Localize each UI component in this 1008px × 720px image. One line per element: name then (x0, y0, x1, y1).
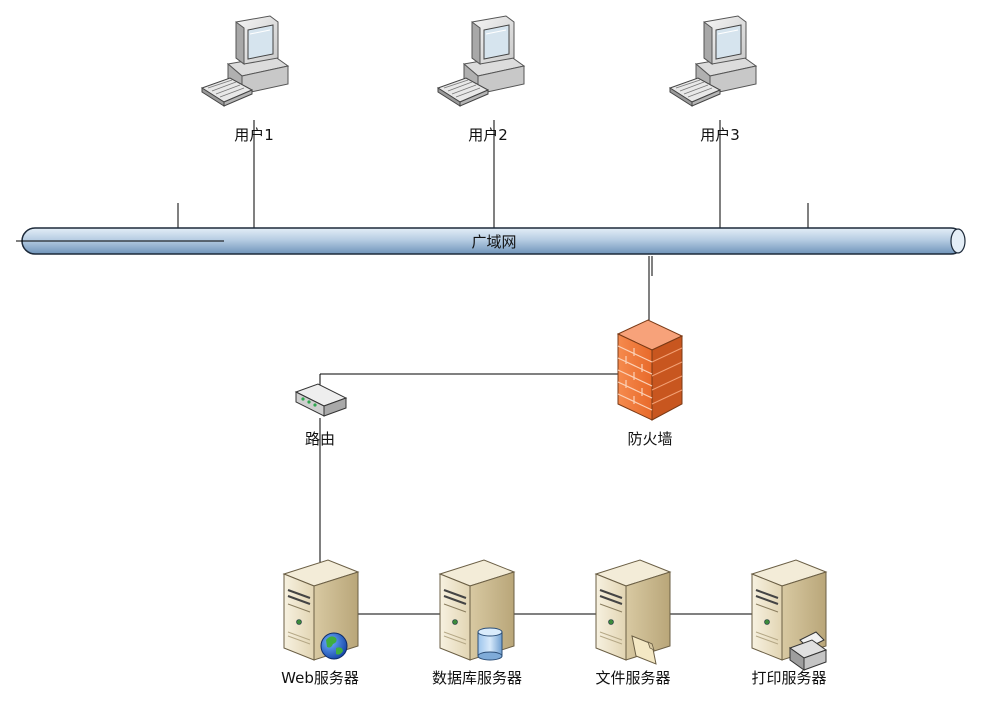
router-icon (294, 383, 348, 417)
document-icon (631, 635, 657, 665)
server-file: 文件服务器 (595, 559, 671, 687)
computer-icon (669, 15, 757, 107)
server-file-label: 文件服务器 (595, 669, 670, 687)
wan-label: 广域网 (471, 233, 516, 251)
server-web-label: Web服务器 (281, 669, 359, 687)
firewall: 防火墙 (616, 319, 684, 448)
user-3: 用户3 (669, 15, 757, 144)
user-1-label: 用户1 (234, 126, 274, 144)
firewall-icon (616, 319, 684, 421)
connection-lines (177, 120, 809, 615)
router-label: 路由 (305, 430, 335, 448)
globe-icon (320, 632, 348, 660)
server-icon (595, 559, 671, 661)
wan-pipe: 广域网 (16, 227, 966, 255)
firewall-label: 防火墙 (627, 430, 672, 448)
database-icon (477, 627, 503, 661)
computer-icon (201, 15, 289, 107)
printer-icon (788, 631, 828, 671)
user-3-label: 用户3 (700, 126, 740, 144)
user-2: 用户2 (437, 15, 525, 144)
server-web: Web服务器 (281, 559, 359, 687)
user-2-label: 用户2 (468, 126, 508, 144)
computer-icon (437, 15, 525, 107)
server-icon (439, 559, 515, 661)
server-database-label: 数据库服务器 (432, 669, 522, 687)
server-database: 数据库服务器 (432, 559, 522, 687)
server-print-label: 打印服务器 (751, 669, 826, 687)
router: 路由 (294, 383, 348, 448)
server-print: 打印服务器 (751, 559, 828, 687)
user-1: 用户1 (201, 15, 289, 144)
